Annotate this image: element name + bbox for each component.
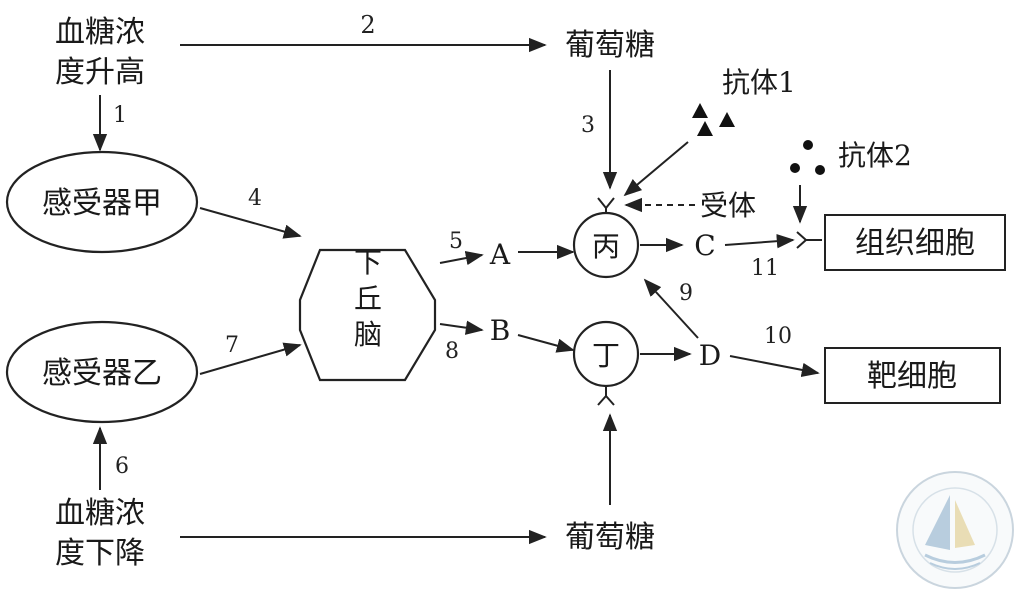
step-10: 10 [764,324,792,349]
arrow-8 [439,320,484,335]
receptor-on-tissue [796,231,822,249]
fall-label-line1: 血糖浓 [55,496,145,531]
arrow-4 [199,207,302,239]
tissue-cell-label: 组织细胞 [855,226,975,261]
antibody2-label: 抗体2 [838,139,912,172]
receptor-b-ellipse [5,320,199,424]
receptor-a-label: 感受器甲 [42,186,162,221]
glucose-bottom: 葡萄糖 [565,520,655,555]
arrow-antibody1 [623,141,689,197]
arrow-11 [724,234,795,249]
letter-b: B [490,314,511,347]
cell-ding [572,320,640,388]
step-11: 11 [751,256,779,281]
letter-c: C [694,229,715,262]
step-4: 4 [248,186,262,211]
cell-ding-label: 丁 [592,339,620,372]
fall-label-line2: 度下降 [55,536,145,571]
letter-a: A [489,238,511,271]
receptor-label: 受体 [700,189,756,222]
arrow-9 [643,278,699,339]
target-cell-box [824,347,1001,404]
hypothalamus-char-1: 下 [354,246,382,279]
letter-d: D [699,339,721,372]
step-2: 2 [360,11,375,39]
step-7: 7 [225,333,239,358]
antibody2-dot-2 [790,163,800,173]
cell-bing-label: 丙 [592,230,620,263]
glucose-top: 葡萄糖 [565,28,655,63]
step-9: 9 [679,281,693,306]
tissue-cell-box [824,214,1006,271]
step-3: 3 [581,113,595,138]
hypothalamus-char-2: 丘 [354,282,382,315]
rise-label-line2: 度升高 [55,55,145,90]
hypothalamus-shape [298,248,437,382]
step-1: 1 [113,103,127,128]
antibody1-triangle-2 [697,121,713,136]
target-cell-label: 靶细胞 [867,359,957,394]
arrow-7 [199,342,302,375]
step-5: 5 [449,229,463,254]
antibody2-dot-1 [803,140,813,150]
rise-label-line1: 血糖浓 [55,15,145,50]
school-seal-watermark [896,471,1014,589]
antibody1-triangle-1 [692,103,708,118]
receptor-on-bing [597,197,615,213]
antibody1-label: 抗体1 [722,66,796,99]
receptor-b-label: 感受器乙 [42,356,162,391]
receptor-a-ellipse [5,150,199,254]
arrow-5 [439,250,484,266]
receptor-on-ding [597,387,615,406]
arrow-b-ding [517,334,575,353]
arrow-10 [729,355,820,377]
antibody1-triangle-3 [719,112,735,127]
hypothalamus-char-3: 脑 [354,318,382,351]
step-6: 6 [115,454,129,479]
antibody2-dot-3 [815,165,825,175]
step-8: 8 [445,339,459,364]
